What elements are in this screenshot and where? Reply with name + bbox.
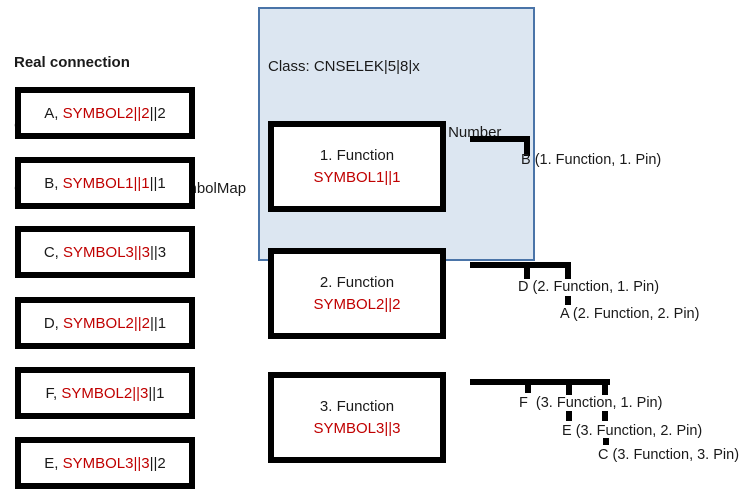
pin-bar-function3: [470, 379, 610, 385]
function-title: 1. Function: [319, 146, 395, 164]
connection-box-b: B, SYMBOL1||1||1: [15, 157, 195, 209]
pin-bar-function1: [470, 136, 530, 142]
connection-prefix: E,: [44, 454, 63, 472]
pin-label-b: B (1. Function, 1. Pin): [521, 152, 662, 168]
pin-dash-function2-pin2: [565, 296, 571, 305]
function-symbol: SYMBOL2||2: [313, 295, 401, 313]
pin-label-f: F (3. Function, 1. Pin): [519, 395, 663, 411]
pin-tick-function2-pin1: [524, 268, 530, 279]
connection-box-e: E, SYMBOL3||3||2: [15, 437, 195, 489]
connection-prefix: C,: [43, 243, 64, 261]
connection-symbol: SYMBOL3||3: [62, 454, 150, 472]
connection-box-d: D, SYMBOL2||2||1: [15, 297, 195, 349]
pin-tick-function1-pin1: [524, 136, 530, 156]
connection-suffix: ||3: [150, 243, 167, 261]
function-box-3: 3. Function SYMBOL3||3: [268, 372, 446, 463]
connection-symbol: SYMBOL3||3: [63, 243, 151, 261]
connection-box-f: F, SYMBOL2||3||1: [15, 367, 195, 419]
connection-suffix: ||1: [148, 384, 165, 402]
connection-prefix: B,: [44, 174, 63, 192]
function-title: 3. Function: [319, 397, 395, 415]
pin-tick-function3-pin3: [602, 379, 608, 395]
pin-dash-function3-pin2: [566, 411, 572, 421]
connection-suffix: ||2: [149, 104, 166, 122]
pin-label-d: D (2. Function, 1. Pin): [518, 279, 660, 295]
connection-suffix: ||2: [149, 454, 166, 472]
connection-suffix: ||1: [149, 174, 166, 192]
connection-box-a: A, SYMBOL2||2||2: [15, 87, 195, 139]
pin-bar-function2: [470, 262, 571, 268]
connection-box-c: C, SYMBOL3||3||3: [15, 226, 195, 278]
connection-symbol: SYMBOL2||3: [61, 384, 149, 402]
pin-label-a: A (2. Function, 2. Pin): [560, 306, 700, 322]
function-symbol: SYMBOL1||1: [313, 168, 401, 186]
connection-symbol: SYMBOL1||1: [62, 174, 150, 192]
info-class-line: Class: CNSELEK|5|8|x: [268, 58, 420, 75]
connection-prefix: A,: [44, 104, 63, 122]
connection-prefix: D,: [43, 314, 64, 332]
pin-tick-function3-pin1: [525, 385, 531, 393]
pin-dash-function3-pin3b: [603, 438, 609, 445]
pin-dash-function3-pin3a: [602, 411, 608, 421]
connection-prefix: F,: [45, 384, 62, 402]
function-box-1: 1. Function SYMBOL1||1: [268, 121, 446, 212]
page-title: Real connection: [14, 54, 130, 71]
function-box-2: 2. Function SYMBOL2||2: [268, 248, 446, 339]
pin-label-e: E (3. Function, 2. Pin): [562, 423, 703, 439]
connection-suffix: ||1: [150, 314, 167, 332]
function-title: 2. Function: [319, 273, 395, 291]
pin-tick-function3-pin2: [566, 385, 572, 395]
pin-tick-function2-pin2: [565, 262, 571, 279]
function-symbol: SYMBOL3||3: [313, 419, 401, 437]
pin-label-c: C (3. Function, 3. Pin): [598, 447, 740, 463]
connection-symbol: SYMBOL2||2: [62, 104, 150, 122]
connection-symbol: SYMBOL2||2: [63, 314, 151, 332]
